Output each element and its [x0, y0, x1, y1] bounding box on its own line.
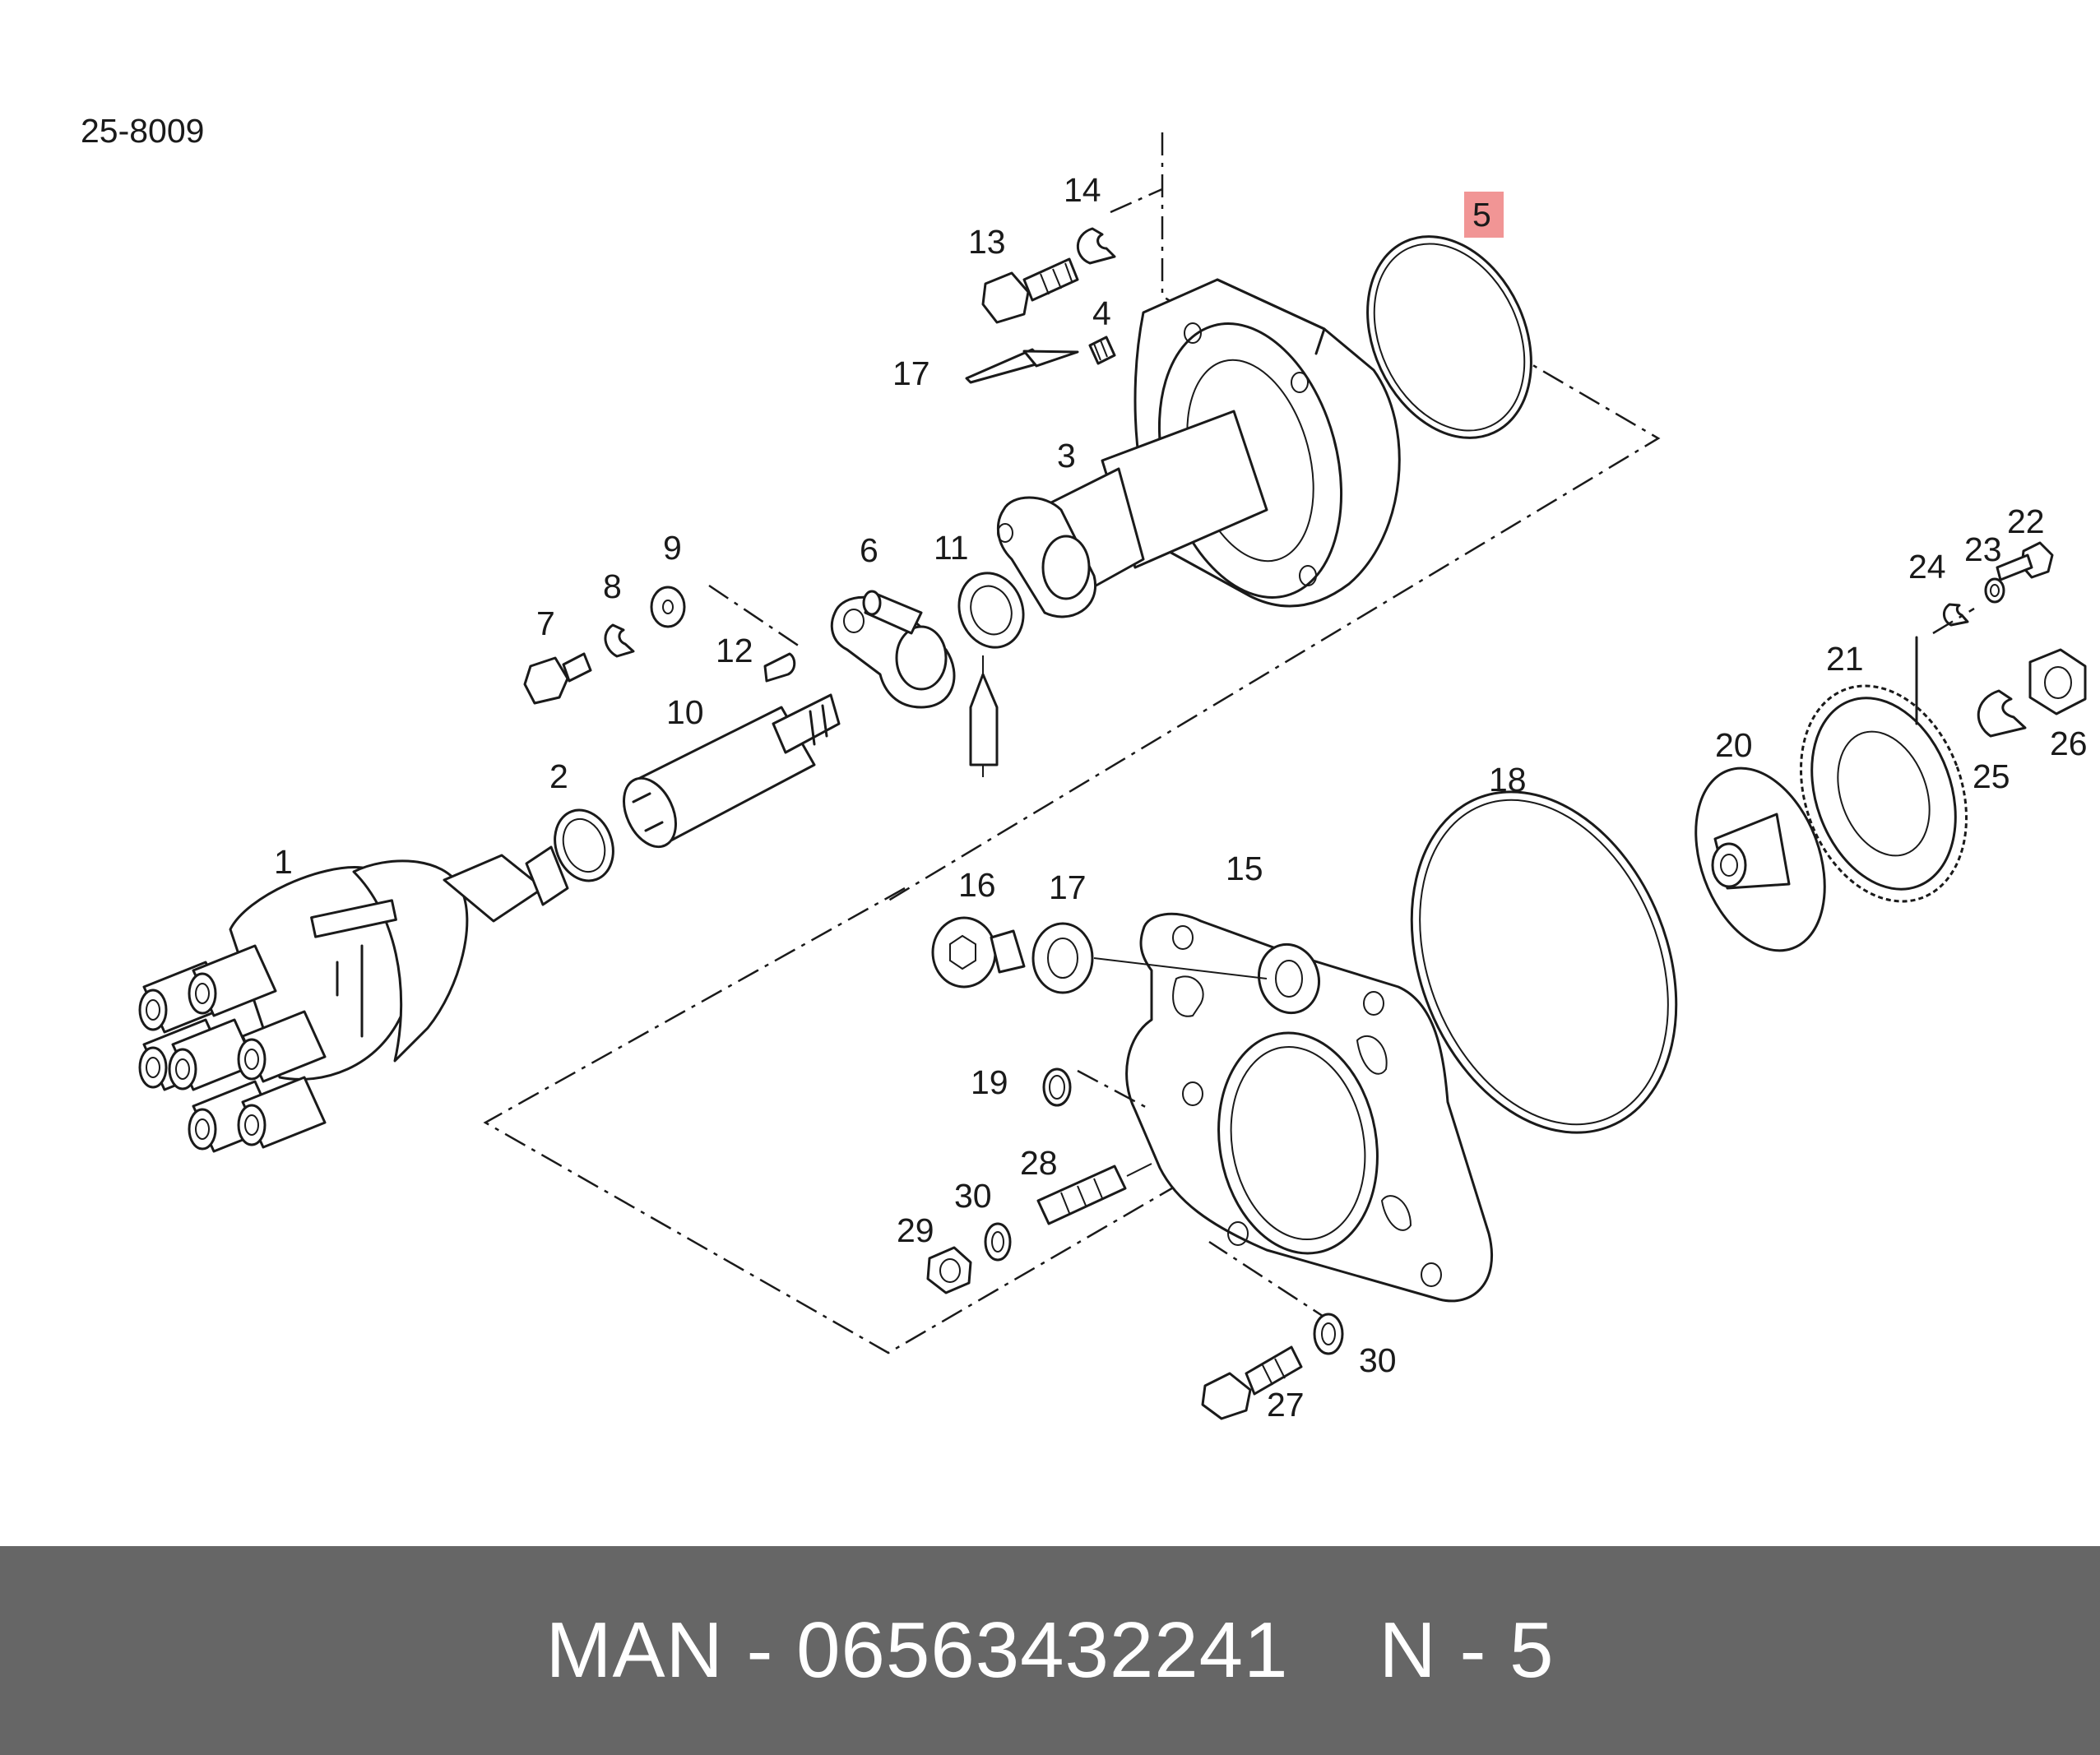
distributor-tower-7: [237, 1076, 327, 1149]
part-21-gear: [1799, 636, 1968, 903]
distributor-tower-5: [237, 1010, 327, 1083]
part-16-plug: [931, 916, 1026, 989]
label-4: 4: [1092, 294, 1111, 332]
sealant-tube: [969, 655, 999, 777]
label-3: 3: [1057, 437, 1076, 475]
label-30-left: 30: [954, 1177, 992, 1215]
label-15: 15: [1226, 850, 1263, 887]
part-12-key: [763, 652, 796, 683]
part-25-clip: [1977, 689, 2027, 738]
part-7-bolt: [523, 652, 592, 705]
label-1: 1: [274, 843, 293, 881]
label-7: 7: [536, 604, 555, 642]
label-14: 14: [1064, 171, 1101, 209]
label-29: 29: [897, 1211, 934, 1249]
part-30-washer-left: [984, 1222, 1012, 1262]
part-15-flange-plate: [1125, 912, 1494, 1303]
brand-name: MAN: [545, 1606, 724, 1694]
part-info-text: MAN - 06563432241 N - 5: [546, 1605, 1555, 1696]
diagram-code: 25-8009: [81, 112, 204, 150]
label-30-right: 30: [1359, 1341, 1397, 1379]
part-3-housing: [996, 278, 1401, 618]
label-17-upper: 17: [892, 354, 930, 392]
part-14-clip: [1076, 227, 1116, 265]
part-17-sealant-tube: [965, 348, 1079, 384]
part-1-distributor: [138, 845, 569, 1153]
part-5-o-ring: [1366, 235, 1532, 439]
position-prefix: N: [1379, 1606, 1437, 1694]
part-11-seal: [957, 572, 1025, 649]
label-22: 22: [2007, 502, 2045, 540]
label-11: 11: [934, 529, 969, 567]
label-18: 18: [1489, 761, 1527, 799]
assembly-outline-lower: [483, 887, 1350, 1354]
label-5: 5: [1472, 196, 1491, 234]
part-4-stud: [1088, 336, 1116, 365]
label-21: 21: [1826, 640, 1864, 678]
part-13-bolt: [981, 257, 1079, 324]
label-16: 16: [958, 866, 996, 904]
exploded-parts-diagram: 25-8009: [81, 112, 2088, 1424]
label-2: 2: [549, 757, 568, 795]
distributor-tower-2: [188, 944, 277, 1017]
part-24-clip: [1943, 603, 1969, 627]
part-26-nut: [2028, 648, 2087, 715]
part-24-guide: [1932, 607, 1975, 635]
part-22-bolt: [1996, 541, 2054, 581]
part-27-bolt: [1201, 1345, 1303, 1420]
label-6: 6: [860, 531, 878, 569]
label-17-lower: 17: [1049, 868, 1087, 906]
label-10: 10: [666, 693, 704, 731]
part-17-washer: [1031, 922, 1268, 994]
part-19-o-ring: [1042, 1067, 1152, 1112]
part-number: 06563432241: [796, 1606, 1289, 1694]
part-28-stud: [1036, 1163, 1152, 1225]
part-2-o-ring: [554, 808, 614, 882]
label-20: 20: [1715, 726, 1753, 764]
part-9-washer: [650, 586, 686, 628]
part-23-washer: [1984, 577, 2005, 604]
label-19: 19: [971, 1063, 1008, 1101]
part-29-nut: [926, 1246, 972, 1294]
label-8: 8: [603, 567, 622, 605]
label-23: 23: [1964, 530, 2002, 568]
label-9: 9: [663, 529, 682, 567]
label-13: 13: [968, 223, 1006, 261]
label-27: 27: [1267, 1386, 1305, 1424]
separator: -: [746, 1606, 774, 1694]
label-24: 24: [1908, 548, 1946, 586]
label-25: 25: [1973, 757, 2010, 795]
label-12: 12: [716, 632, 753, 669]
label-28: 28: [1020, 1144, 1058, 1182]
part-20-hub: [1694, 766, 1826, 952]
part-6-bracket: [830, 590, 956, 709]
position-separator: -: [1459, 1606, 1487, 1694]
part-10-drive-shaft: [623, 693, 841, 849]
position-number: 5: [1509, 1606, 1555, 1694]
label-26: 26: [2050, 725, 2088, 762]
highlight-marker: [1464, 192, 1504, 238]
part-info-banner: MAN - 06563432241 N - 5: [0, 1546, 2100, 1755]
distributor-tower-4: [168, 1018, 257, 1091]
part-8-clip: [604, 623, 635, 658]
part-30-washer-right: [1313, 1313, 1344, 1355]
part-18-o-ring: [1410, 790, 1678, 1134]
